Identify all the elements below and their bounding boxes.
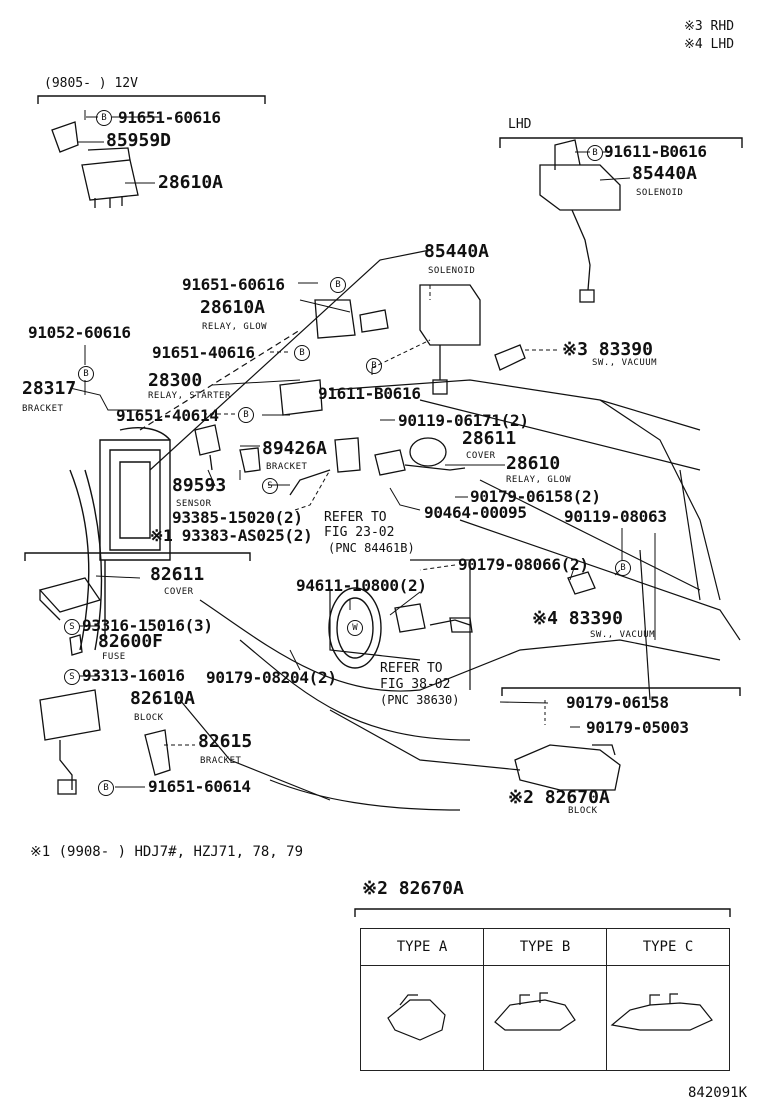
type-a-illustration (360, 965, 484, 1071)
b-marker: B (294, 345, 310, 361)
type-a-header: TYPE A (360, 928, 484, 966)
part-90179-05003: 90179-05003 (586, 718, 689, 737)
type-b-header: TYPE B (483, 928, 607, 966)
part-93313-16016: 93313-16016 (82, 666, 185, 685)
reference-code: 842091K (688, 1085, 748, 1101)
part-28610: 28610 (506, 453, 561, 474)
pnc-38630: (PNC 38630) (380, 693, 460, 707)
part-90119-08063: 90119-08063 (564, 507, 667, 526)
bracket-fuse-block (24, 552, 251, 561)
b-marker: B (330, 277, 346, 293)
part-91611-B0616: 91611-B0616 (604, 142, 707, 161)
part-28610A: 28610A (200, 297, 266, 318)
caption-sw-vacuum: SW., VACUUM (592, 358, 658, 368)
type-b-illustration (483, 965, 607, 1071)
caption-relay-glow: RELAY, GLOW (202, 322, 268, 332)
part-90464-00095: 90464-00095 (424, 503, 527, 522)
part-89593: 89593 (172, 475, 227, 496)
part-82600F: 82600F (98, 631, 164, 652)
caption-sensor: SENSOR (176, 499, 212, 509)
bracket-82670a (501, 687, 741, 696)
s-marker: S (262, 478, 278, 494)
fig-23-02: FIG 23-02 (324, 525, 395, 540)
part-83390-lhd: ※4 83390 (532, 608, 623, 629)
caption-cover: COVER (164, 587, 194, 597)
caption-block: BLOCK (134, 713, 164, 723)
bracket-types (354, 908, 731, 917)
part-91651-40616: 91651-40616 (152, 343, 255, 362)
part-85440A: 85440A (424, 241, 490, 262)
part-91651-40614: 91651-40614 (116, 406, 219, 425)
part-90179-08066: 90179-08066(2) (458, 555, 589, 574)
part-90179-06158: 90179-06158 (566, 693, 669, 712)
part-91651-60616: 91651-60616 (118, 108, 221, 127)
group-12v-label: (9805- ) 12V (44, 76, 138, 91)
b-marker: B (78, 366, 94, 382)
s-marker: S (64, 669, 80, 685)
part-82610A: 82610A (130, 688, 196, 709)
w-marker: W (347, 620, 363, 636)
part-91611-B0616: 91611-B0616 (318, 384, 421, 403)
part-28610A: 28610A (158, 172, 224, 193)
bracket-lhd (499, 137, 743, 148)
type-c-header: TYPE C (606, 928, 730, 966)
part-82611: 82611 (150, 564, 205, 585)
part-28611: 28611 (462, 428, 517, 449)
caption-bracket: BRACKET (22, 404, 64, 414)
caption-bracket: BRACKET (200, 756, 242, 766)
part-83390-rhd: ※3 83390 (562, 339, 653, 360)
part-85959D: 85959D (106, 130, 172, 151)
pnc-84461b: (PNC 84461B) (328, 541, 415, 555)
b-marker: B (96, 110, 112, 126)
part-85440A: 85440A (632, 163, 698, 184)
refer-to-label: REFER TO (380, 661, 443, 676)
bracket-12v (37, 95, 266, 104)
leader-lines (69, 110, 656, 788)
type-c-illustration (606, 965, 730, 1071)
types-table: TYPE A TYPE B TYPE C (360, 928, 730, 1071)
b-marker: B (366, 358, 382, 374)
part-82670A: ※2 82670A (508, 787, 610, 808)
group-lhd-label: LHD (508, 117, 532, 132)
caption-solenoid: SOLENOID (428, 266, 476, 276)
s-marker: S (64, 619, 80, 635)
part-28317: 28317 (22, 378, 77, 399)
part-89426A: 89426A (262, 438, 328, 459)
refer-to-label: REFER TO (324, 510, 387, 525)
component-shapes (38, 121, 621, 795)
b-marker: B (615, 560, 631, 576)
footnote-applicability: ※1 (9908- ) HDJ7#, HZJ71, 78, 79 (30, 844, 304, 860)
body-outline (139, 249, 741, 811)
caption-fuse: FUSE (102, 652, 126, 662)
part-91052-60616: 91052-60616 (28, 323, 131, 342)
b-marker: B (98, 780, 114, 796)
part-93316-15016: 93316-15016(3) (82, 616, 213, 635)
caption-sw-vacuum: SW., VACUUM (590, 630, 656, 640)
part-91651-60616: 91651-60616 (182, 275, 285, 294)
caption-block: BLOCK (568, 806, 598, 816)
caption-relay-glow: RELAY, GLOW (506, 475, 572, 485)
part-90179-06158-2: 90179-06158(2) (470, 487, 601, 506)
legend-rhd: ※3 RHD (684, 19, 735, 34)
part-90119-06171: 90119-06171(2) (398, 411, 529, 430)
part-91651-60614: 91651-60614 (148, 777, 251, 796)
grille (69, 427, 171, 651)
b-marker: B (587, 145, 603, 161)
legend-lhd: ※4 LHD (684, 37, 735, 52)
part-82615: 82615 (198, 731, 253, 752)
part-93383-AS025: ※1 93383-AS025(2) (150, 526, 313, 545)
caption-cover: COVER (466, 451, 496, 461)
disc-plate (328, 587, 382, 669)
part-93385-15020: 93385-15020(2) (172, 508, 303, 527)
fig-38-02: FIG 38-02 (380, 677, 451, 692)
b-marker: B (238, 407, 254, 423)
types-title: ※2 82670A (362, 878, 464, 899)
part-28300: 28300 (148, 370, 203, 391)
part-90179-08204: 90179-08204(2) (206, 668, 337, 687)
part-94611-10800: 94611-10800(2) (296, 576, 427, 595)
caption-relay-starter: RELAY, STARTER (148, 391, 231, 401)
caption-solenoid: SOLENOID (636, 188, 684, 198)
caption-bracket: BRACKET (266, 462, 308, 472)
